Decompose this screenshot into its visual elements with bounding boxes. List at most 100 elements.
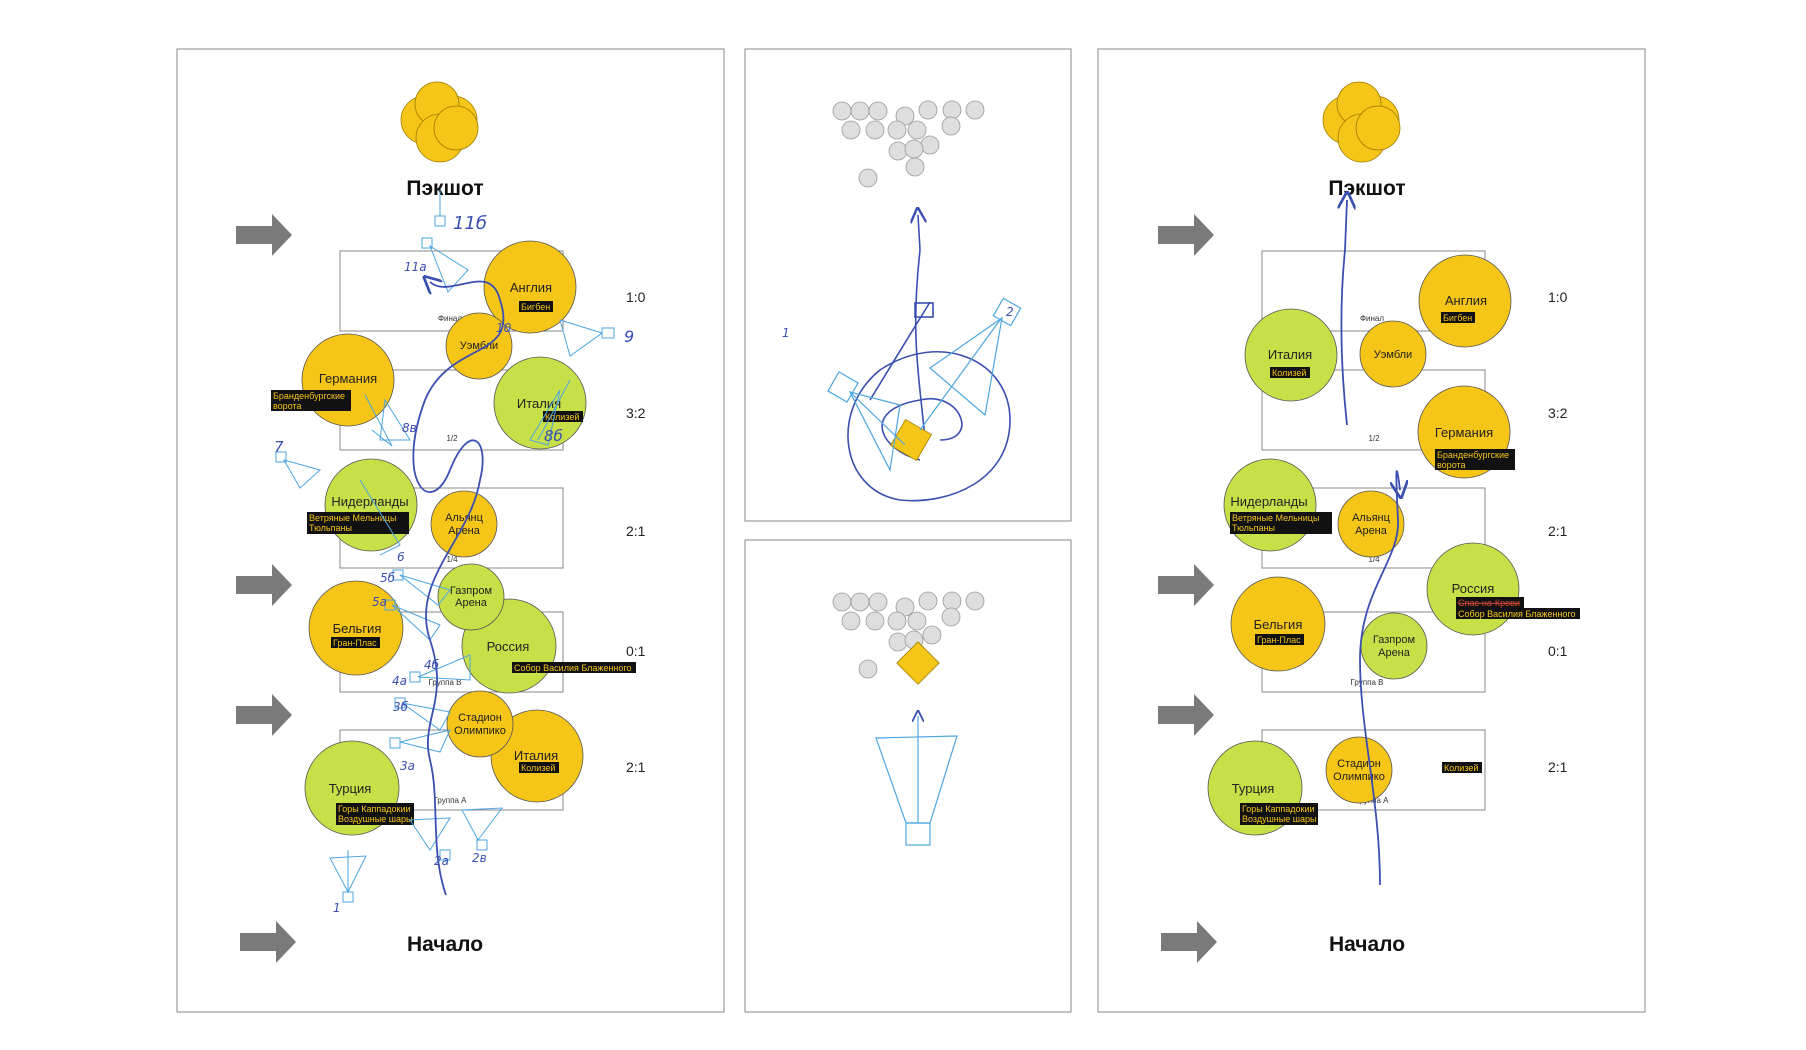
tag-cappadocia-2-2: Воздушные шары xyxy=(1242,814,1316,824)
team-germany: Германия xyxy=(319,371,377,386)
team-netherlands-2: Нидерланды xyxy=(1230,494,1307,509)
score-semi: 3:2 xyxy=(626,405,646,421)
gray-arrow-icon xyxy=(236,214,292,256)
venue-gazprom-2: Арена xyxy=(455,597,488,609)
gray-arrow-icon xyxy=(1158,564,1214,606)
tag-windmills-2-1: Ветряные Мельницы xyxy=(1232,513,1319,523)
gazprom-circle xyxy=(437,563,505,631)
start-title-2: Начало xyxy=(1329,933,1405,956)
hw-5b: 5б xyxy=(380,571,396,585)
tag-colosseum-group-2: Колизей xyxy=(1444,763,1478,773)
belgium-circle-2 xyxy=(1230,576,1326,672)
tag-cappadocia-2: Воздушные шары xyxy=(338,814,412,824)
camera-icon xyxy=(394,697,406,709)
stage-arrows xyxy=(236,214,296,963)
tag-colosseum-semi: Колизей xyxy=(545,412,579,422)
venue-wembley: Уэмбли xyxy=(460,340,498,352)
team-netherlands: Нидерланды xyxy=(331,494,408,509)
gazprom-circle-2 xyxy=(1360,612,1428,680)
hw-5a: 5а xyxy=(372,595,387,609)
hw-9: 9 xyxy=(624,327,634,346)
venue-allianz-1: Альянц xyxy=(445,512,484,524)
team-england: Англия xyxy=(510,280,552,295)
team-italy-semi-2: Италия xyxy=(1268,347,1312,362)
tag-brandenburg-2: ворота xyxy=(273,401,302,411)
score-quarter: 2:1 xyxy=(626,523,646,539)
venue-gazprom-2-2: Арена xyxy=(1378,647,1411,659)
team-italy-group: Италия xyxy=(514,748,558,763)
tag-bigben: Бигбен xyxy=(521,302,550,312)
tag-brandenburg-1: Бранденбургские xyxy=(273,391,345,401)
mid-hw-2: 2 xyxy=(1006,305,1014,319)
venue-allianz-2: Арена xyxy=(448,525,481,537)
olimpico-circle xyxy=(446,690,514,758)
stage-groupb-2: Группа B xyxy=(1351,678,1384,687)
hw-6: 6 xyxy=(397,550,405,564)
hw-3a: 3а xyxy=(400,759,415,773)
tag-colosseum-semi-2: Колизей xyxy=(1272,368,1306,378)
trophy-cluster-2 xyxy=(1322,81,1401,163)
gray-arrow-icon xyxy=(236,694,292,736)
hw-8b: 8б xyxy=(544,427,563,445)
tag-windmills-1: Ветряные Мельницы xyxy=(309,513,396,523)
start-title: Начало xyxy=(407,933,483,956)
italy-semi-circle-2 xyxy=(1244,308,1338,402)
score-groupb-2: 0:1 xyxy=(1548,643,1568,659)
hw-3b: 3б xyxy=(393,700,409,714)
hw-4b: 4б xyxy=(424,658,440,672)
trophy-cluster xyxy=(400,81,479,163)
tag-brandenburg-2-1: Бранденбургские xyxy=(1437,450,1509,460)
team-turkey-2: Турция xyxy=(1232,781,1275,796)
venue-allianz-2-2: Арена xyxy=(1355,525,1388,537)
stage-quarter: 1/4 xyxy=(446,555,458,564)
venue-allianz-2-1: Альянц xyxy=(1352,512,1391,524)
camera-icon xyxy=(439,849,451,861)
team-belgium-2: Бельгия xyxy=(1254,617,1303,632)
middle-top-panel: 1 2 xyxy=(744,48,1072,522)
tag-colosseum-group: Колизей xyxy=(521,763,555,773)
tag-bigben-2: Бигбен xyxy=(1443,313,1472,323)
wembley-circle-2 xyxy=(1359,320,1427,388)
mid-hw-1: 1 xyxy=(782,326,790,340)
gray-arrow-icon xyxy=(236,564,292,606)
wembley-circle xyxy=(445,312,513,380)
stage-semi: 1/2 xyxy=(446,434,458,443)
venue-gazprom-2-1: Газпром xyxy=(1373,634,1415,646)
hw-7: 7 xyxy=(274,438,284,456)
hw-11b: 11б xyxy=(453,213,487,234)
camera-icon xyxy=(476,839,488,851)
hw-11a: 11а xyxy=(404,260,427,274)
packshot-title-2: Пэкшот xyxy=(1328,177,1405,200)
stage-final: Финал xyxy=(438,314,462,323)
team-russia-2: Россия xyxy=(1452,581,1495,596)
tag-grandplace: Гран-Плас xyxy=(333,638,377,648)
belgium-circle xyxy=(308,580,404,676)
middle-cameras xyxy=(827,297,1022,472)
right-paths xyxy=(1341,200,1400,886)
stage-quarter-2: 1/4 xyxy=(1368,555,1380,564)
venue-olimpico-2-1: Стадион xyxy=(1337,758,1381,770)
tag-windmills-2: Тюльпаны xyxy=(309,523,352,533)
crowd-dots-2 xyxy=(832,591,985,679)
team-england-2: Англия xyxy=(1445,293,1487,308)
tag-cappadocia-1: Горы Каппадокии xyxy=(338,804,411,814)
team-belgium: Бельгия xyxy=(333,621,382,636)
olimpico-circle-2 xyxy=(1325,736,1393,804)
team-germany-2: Германия xyxy=(1435,425,1493,440)
right-panel: Пэкшот Начало Финал 1/2 1/4 Группа B Гру… xyxy=(1097,48,1646,1013)
score-final: 1:0 xyxy=(626,289,646,305)
gray-arrow-icon xyxy=(1158,694,1214,736)
hw-2v: 2в xyxy=(472,851,487,865)
score-final-2: 1:0 xyxy=(1548,289,1568,305)
score-groupa-2: 2:1 xyxy=(1548,759,1568,775)
venue-wembley-2: Уэмбли xyxy=(1374,349,1412,361)
stage-groupb: Группа B xyxy=(429,678,462,687)
player-diamond xyxy=(889,418,933,462)
hw-2a: 2а xyxy=(434,854,449,868)
score-quarter-2: 2:1 xyxy=(1548,523,1568,539)
camera-icon xyxy=(389,737,401,749)
left-panel: Пэкшот Начало Финал 1/2 1/4 Группа B Гру… xyxy=(176,48,725,1013)
stage-final-2: Финал xyxy=(1360,314,1384,323)
player-diamond-2 xyxy=(896,641,940,685)
